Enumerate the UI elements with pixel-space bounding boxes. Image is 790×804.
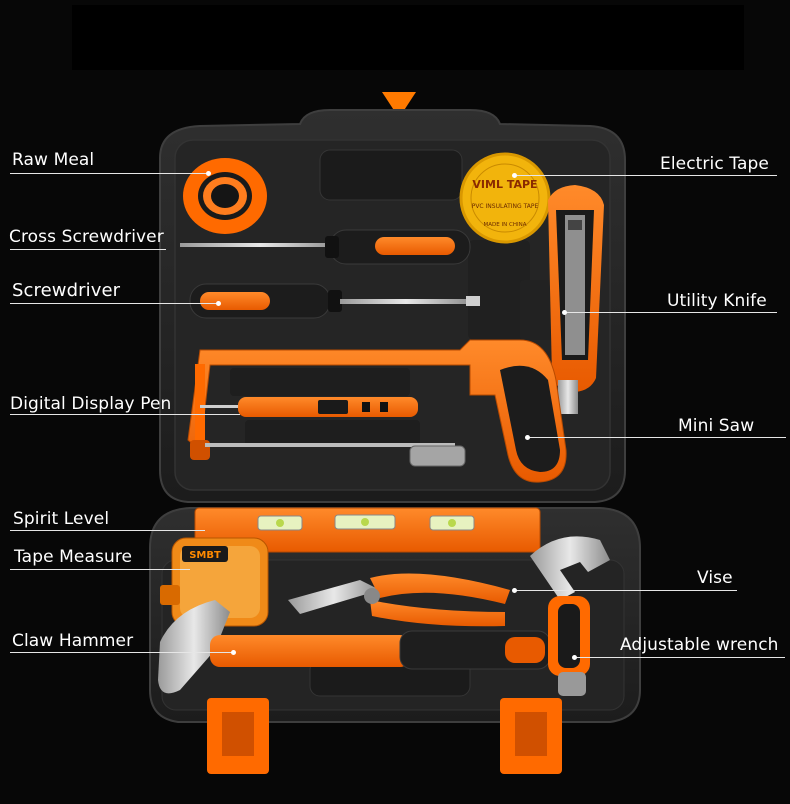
leader-dot (216, 301, 221, 306)
label-spirit-level: Spirit Level (13, 509, 110, 529)
leader-line (515, 590, 737, 591)
label-mini-saw: Mini Saw (678, 416, 755, 436)
label-tape-measure: Tape Measure (14, 547, 133, 567)
leader-line (10, 652, 235, 653)
adjustable-wrench (530, 536, 610, 696)
tape-measure: SMBT (160, 537, 269, 627)
header-banner (72, 5, 744, 70)
leader-dot (525, 435, 530, 440)
leader-dot (562, 310, 567, 315)
cross-screwdriver (180, 229, 471, 265)
leader-dot (512, 173, 517, 178)
leader-dot (206, 171, 211, 176)
raw-meal-roll (183, 158, 267, 234)
digital-display-pen (200, 397, 418, 417)
spirit-level (194, 507, 541, 553)
measure-brand-text: SMBT (189, 550, 221, 561)
leader-line (10, 414, 240, 415)
label-cross-screwdriver: Cross Screwdriver (9, 227, 164, 247)
leader-line (575, 657, 785, 658)
leader-line (528, 437, 786, 438)
label-utility-knife: Utility Knife (667, 291, 767, 311)
claw-hammer (158, 600, 551, 694)
pliers (288, 573, 510, 627)
leader-dot (572, 655, 577, 660)
tape-origin-text: MADE IN CHINA (484, 222, 527, 228)
label-screwdriver: Screwdriver (12, 280, 121, 301)
right-latch (500, 698, 562, 774)
leader-line (10, 303, 220, 304)
tape-brand-text: VIML TAPE (472, 178, 537, 191)
leader-dot (231, 650, 236, 655)
flat-screwdriver (189, 283, 480, 319)
label-electric-tape: Electric Tape (660, 154, 769, 174)
leader-line (10, 569, 190, 570)
tape-subtitle-text: PVC INSULATING TAPE (472, 203, 539, 210)
leader-line (515, 175, 777, 176)
utility-knife (548, 185, 604, 414)
label-adjustable-wrench: Adjustable wrench (620, 635, 779, 655)
label-digital-display-pen: Digital Display Pen (10, 394, 172, 414)
leader-line (565, 312, 777, 313)
leader-dot (512, 588, 517, 593)
label-claw-hammer: Claw Hammer (12, 631, 134, 651)
leader-line (10, 249, 166, 250)
leader-line (10, 173, 210, 174)
down-arrow-icon (382, 92, 416, 118)
label-vise: Vise (697, 568, 733, 588)
label-raw-meal: Raw Meal (12, 150, 95, 170)
left-latch (207, 698, 269, 774)
electric-tape-roll: VIML TAPE PVC INSULATING TAPE MADE IN CH… (459, 152, 551, 244)
leader-line (10, 530, 205, 531)
